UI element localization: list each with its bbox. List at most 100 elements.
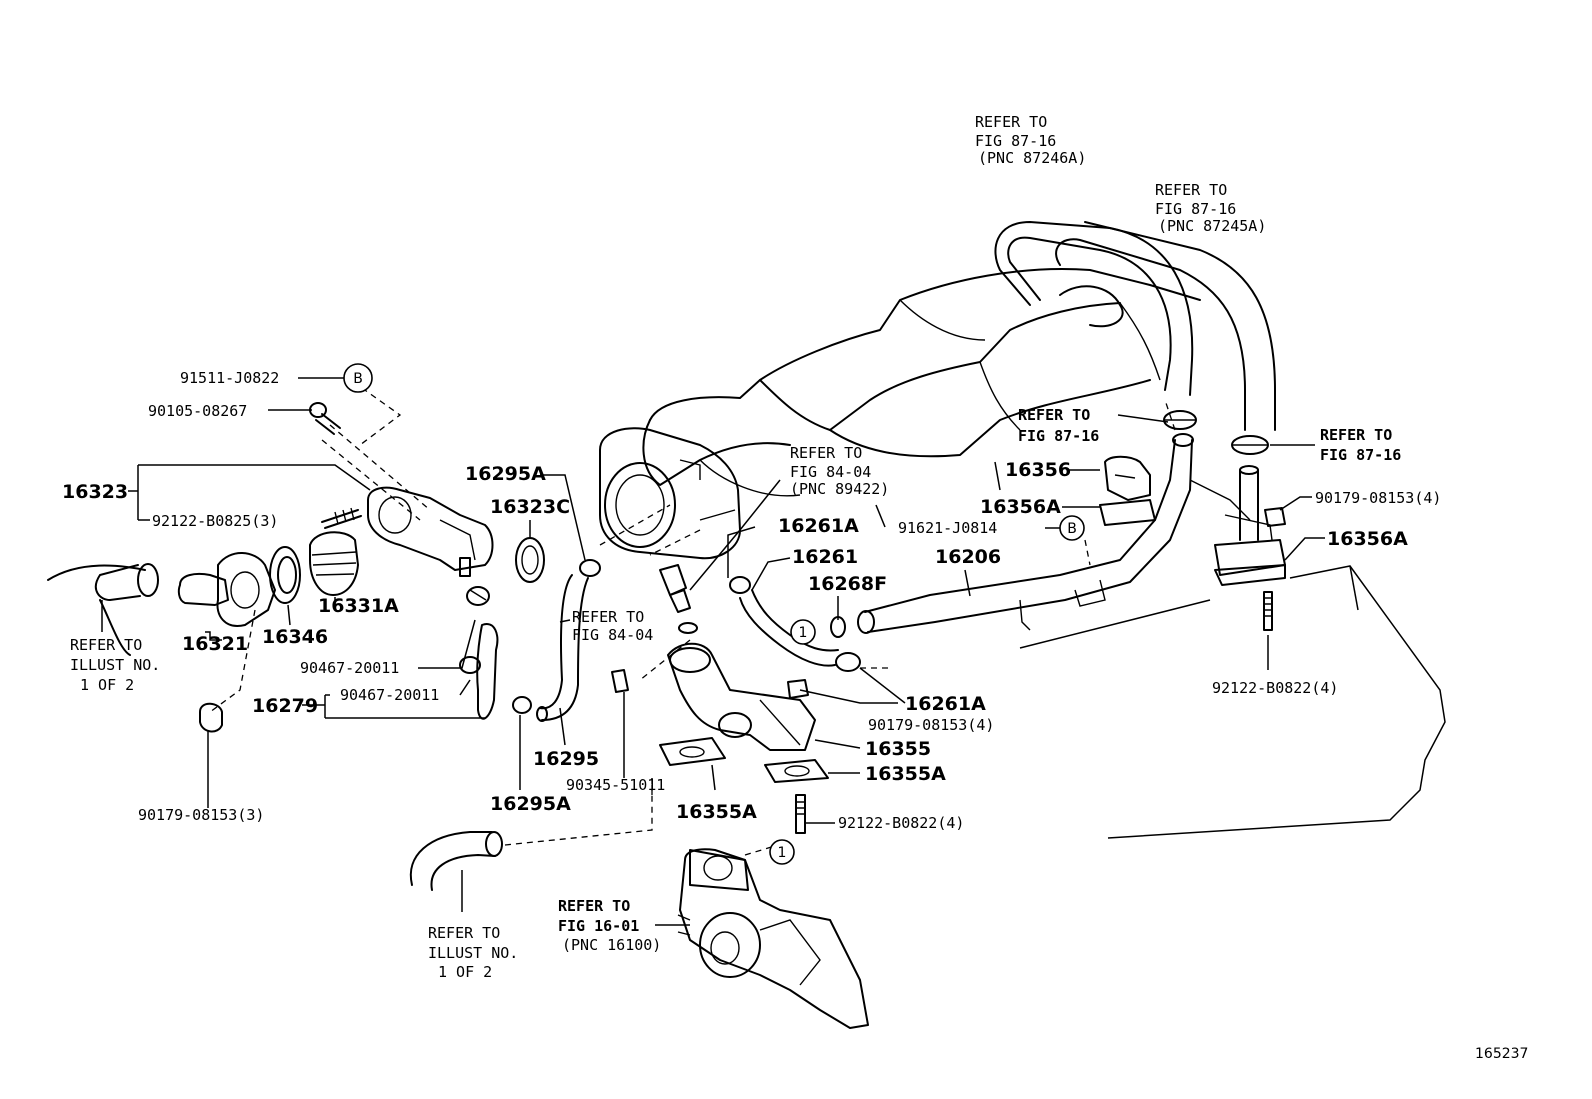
label-90467-b: 90467-20011 [340,686,439,704]
label-90467-a: 90467-20011 [300,659,399,677]
label-16279: 16279 [252,695,318,717]
part-16323c [515,537,545,583]
water-bypass-pipe [857,433,1251,634]
label-16323: 16323 [62,481,128,503]
label-16295a-bottom: 16295A [490,793,571,815]
marker-1-bottom: 1 [769,839,795,865]
part-16346 [269,546,301,604]
label-refer-illust-left-1: REFER TO [70,636,142,654]
label-92122-b0822-right: 92122-B0822(4) [1212,679,1338,697]
part-16279 [476,623,499,720]
water-pump [677,848,869,1029]
label-16355a-right: 16355A [865,763,946,785]
label-refer-8716-right-1: REFER TO [1320,426,1392,444]
label-16295: 16295 [533,748,599,770]
nut-90179-08153-mid [787,679,809,699]
left-hose [47,563,159,656]
stud-92122-b0822-mid [795,794,806,834]
svg-text:B: B [1067,521,1077,537]
part-16295 [536,559,601,722]
label-refer-illust-left-3: 1 OF 2 [80,676,134,694]
label-refer-illust-bottom-3: 1 OF 2 [438,963,492,981]
label-refer-87246a-1: REFER TO [975,113,1047,131]
heater-hoses [994,221,1276,431]
label-refer-illust-left-2: ILLUST NO. [70,656,160,674]
water-outlet-right [1214,465,1286,586]
part-16321 [177,552,276,627]
label-90345: 90345-51011 [566,776,665,794]
marker-b-right: B [1059,515,1085,541]
label-16261a-bottom: 16261A [905,693,986,715]
part-16323 [367,486,494,577]
leader-lines [101,377,1325,926]
labels: REFER TO FIG 87-16 (PNC 87246A) REFER TO… [62,113,1528,1062]
intake-manifold [642,268,1201,497]
label-refer-8404-mid-2: FIG 84-04 [572,626,653,644]
label-90105: 90105-08267 [148,402,247,420]
label-refer-illust-bottom-1: REFER TO [428,924,500,942]
marker-1-mid: 1 [790,619,816,645]
engine-block-outline [1019,565,1446,839]
label-refer-1601-2: FIG 16-01 [558,917,639,935]
label-16355: 16355 [865,738,931,760]
label-refer-illust-bottom-2: ILLUST NO. [428,944,518,962]
label-16206: 16206 [935,546,1001,568]
label-refer-8716-left-1: REFER TO [1018,406,1090,424]
label-16356a-left: 16356A [980,496,1061,518]
label-16355a-left: 16355A [676,801,757,823]
label-refer-8404-top-1: REFER TO [790,444,862,462]
label-refer-8716-right-2: FIG 87-16 [1320,446,1401,464]
svg-text:1: 1 [778,845,787,861]
label-refer-87245a-2: FIG 87-16 [1155,200,1236,218]
plug-90345-51011 [611,669,629,693]
label-16356a-right: 16356A [1327,528,1408,550]
label-refer-1601-1: REFER TO [558,897,630,915]
label-refer-87245a-3: (PNC 87245A) [1158,217,1266,235]
part-16261 [729,576,861,672]
label-16356: 16356 [1005,459,1071,481]
label-16346: 16346 [262,626,328,648]
label-refer-8404-top-3: (PNC 89422) [790,480,889,498]
label-refer-87246a-3: (PNC 87246A) [978,149,1086,167]
label-refer-1601-3: (PNC 16100) [562,936,661,954]
label-refer-87246a-2: FIG 87-16 [975,132,1056,150]
svg-text:1: 1 [799,625,808,641]
label-refer-8716-left-2: FIG 87-16 [1018,427,1099,445]
label-91621: 91621-J0814 [898,519,997,537]
part-16331a [309,531,359,596]
label-92122-b0825: 92122-B0825(3) [152,512,278,530]
label-90179-mid: 90179-08153(4) [868,716,994,734]
label-refer-87245a-1: REFER TO [1155,181,1227,199]
label-16295a-top: 16295A [465,463,546,485]
label-91511: 91511-J0822 [180,369,279,387]
part-16356 [1099,455,1156,526]
hose-clamp-left [1163,410,1197,430]
label-16323c: 16323C [490,496,570,518]
clamp-90467-a [466,586,490,606]
nut-90179-08153-right [1264,507,1286,527]
diagram-id: 165237 [1475,1046,1528,1062]
label-16261: 16261 [792,546,858,568]
label-16331a: 16331A [318,595,399,617]
label-refer-8404-top-2: FIG 84-04 [790,463,871,481]
hose-clamp-right [1231,435,1269,455]
bolt-90105-08267 [309,402,341,435]
lower-hose [409,831,503,891]
marker-b-top: B [343,363,373,393]
throttle-body [599,427,741,560]
sensor-89422 [659,564,698,634]
label-16261a-top: 16261A [778,515,859,537]
svg-text:B: B [353,371,363,387]
part-16355 [667,642,816,751]
label-16268f: 16268F [808,573,887,595]
nut-90179-08153-left [199,702,223,733]
clamp-90467-b [459,656,481,674]
label-90179-right: 90179-08153(4) [1315,489,1441,507]
label-90179-left: 90179-08153(3) [138,806,264,824]
label-refer-8404-mid-1: REFER TO [572,608,644,626]
stud-92122-b0822-right [1263,591,1273,631]
clamp-16295a-bottom [512,696,532,714]
stud-92122-b0825 [321,507,362,529]
